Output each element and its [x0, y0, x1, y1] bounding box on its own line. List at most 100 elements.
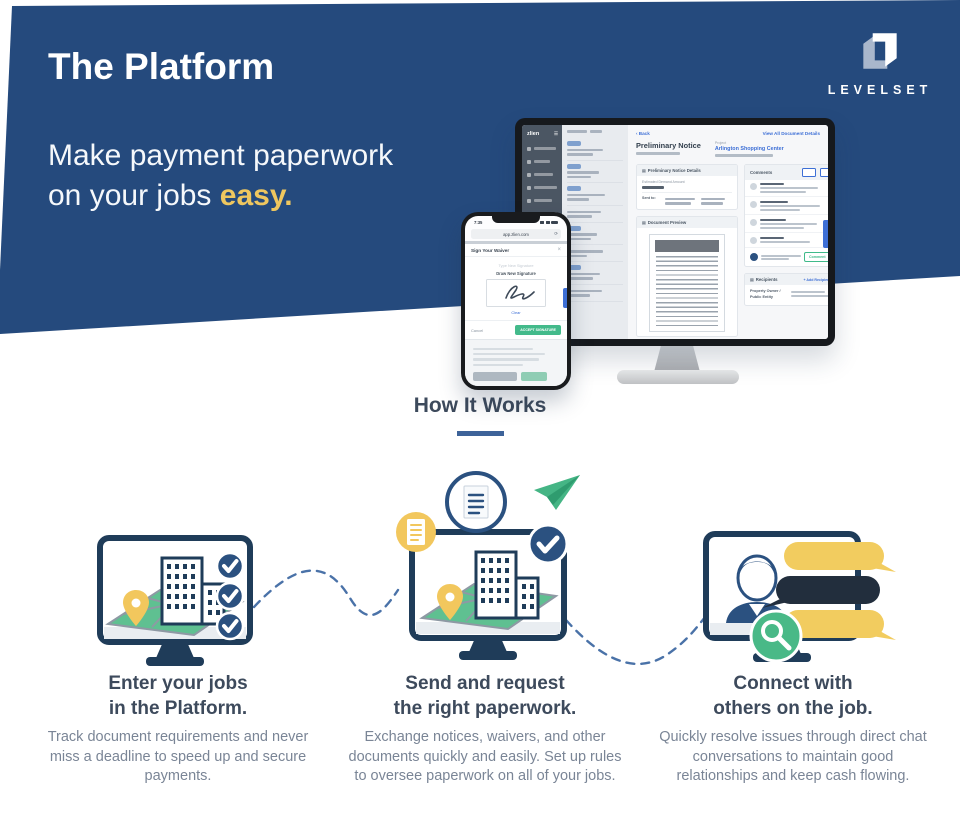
sidebar-item[interactable]	[522, 194, 562, 207]
skeleton	[567, 171, 599, 174]
app-brand: zlien ☰	[527, 131, 558, 137]
section-title: How It Works	[413, 394, 547, 417]
signal-icon	[540, 221, 544, 224]
doc-header-band	[655, 239, 719, 252]
document-list-item[interactable]	[567, 183, 623, 206]
skeleton	[636, 152, 680, 155]
comments-card-header: Comments	[745, 164, 828, 180]
skeleton	[664, 202, 691, 205]
recipient-row: Property Owner / Public Entity	[745, 285, 828, 304]
skeleton	[700, 197, 725, 200]
status-time: 7:35	[474, 220, 483, 225]
url-text: app.zlien.com	[503, 231, 529, 237]
details-card-header: ▤ Preliminary Notice Details	[637, 164, 737, 176]
document-list-item[interactable]	[567, 285, 623, 302]
doc-text-lines	[656, 255, 718, 326]
comment-text	[760, 200, 820, 211]
modal-body: Type New Signature Draw New Signature Cl…	[465, 257, 567, 320]
project-block: Project Arlington Shopping Center	[714, 141, 784, 157]
close-icon[interactable]: ×	[557, 247, 561, 253]
browser-address-bar[interactable]: app.zlien.com ⟳	[471, 229, 561, 239]
document-list-item[interactable]	[567, 206, 623, 223]
document-list-item[interactable]	[567, 161, 623, 183]
amount-label: Estimated Demand Amount	[642, 179, 685, 184]
comments-card: Comments	[744, 163, 828, 268]
document-list-item[interactable]	[567, 138, 623, 161]
clear-link[interactable]: Clear	[511, 310, 521, 315]
feedback-tab[interactable]	[823, 220, 828, 248]
skeleton	[567, 198, 589, 201]
skeleton	[790, 291, 825, 294]
skeleton	[567, 233, 597, 236]
comment-text	[760, 236, 810, 244]
skeleton	[534, 147, 556, 150]
skeleton	[567, 289, 602, 292]
illustration-enter-jobs	[97, 535, 253, 666]
tab-type-signature[interactable]: Type New Signature	[498, 263, 534, 268]
refresh-icon[interactable]: ⟳	[554, 231, 558, 236]
step-2-text: Send and request the right paperwork. Ex…	[342, 672, 628, 786]
skeleton	[714, 154, 773, 157]
recipients-card-title: Recipients	[755, 277, 778, 283]
sent-to-row: Sent to:	[642, 191, 732, 205]
skeleton	[760, 241, 810, 244]
sidebar-item[interactable]	[522, 155, 562, 168]
cancel-button[interactable]: Cancel	[471, 327, 484, 333]
compose-placeholder	[761, 254, 801, 261]
comment-compose-row: Comment	[745, 248, 828, 266]
comments-filter-button[interactable]	[801, 167, 816, 177]
modal-footer: Cancel ACCEPT SIGNATURE	[465, 320, 567, 339]
levelset-logo-icon	[863, 33, 897, 69]
sidebar-item[interactable]	[522, 181, 562, 194]
recipient-name: Property Owner / Public Entity	[750, 289, 781, 300]
document-list-item[interactable]	[567, 262, 623, 285]
status-icons	[540, 221, 558, 224]
tagline: Make payment paperwork on your jobs easy…	[48, 136, 393, 216]
project-label: Project	[714, 141, 727, 145]
skeleton	[534, 199, 552, 202]
dimmed-page-content	[465, 340, 567, 386]
details-card-body: Estimated Demand Amount Sent to:	[637, 176, 737, 209]
step-heading-line2: the right paperwork.	[393, 697, 577, 719]
comment-button[interactable]: Comment	[804, 252, 828, 263]
recipient-line1: Property Owner /	[750, 289, 781, 294]
comments-settings-button[interactable]	[819, 167, 828, 177]
back-link[interactable]: ‹ Back	[636, 131, 650, 136]
levelset-logo: LEVELSET	[816, 26, 944, 97]
left-column: ▤ Preliminary Notice Details Estimated D…	[636, 163, 738, 340]
tagline-line2: on your jobs easy.	[48, 179, 293, 212]
right-column: Comments	[744, 163, 828, 312]
skeleton	[760, 205, 820, 208]
project-name[interactable]: Arlington Shopping Center	[714, 146, 784, 152]
skeleton	[760, 223, 817, 226]
document-list	[562, 125, 628, 339]
sidebar-icon	[527, 185, 531, 190]
monitor-screen: zlien ☰	[522, 125, 828, 339]
skeleton	[567, 277, 593, 280]
chat-tab[interactable]	[563, 288, 567, 308]
signature-canvas[interactable]	[486, 279, 546, 307]
sidebar-item[interactable]	[522, 168, 562, 181]
phone-screen: 7:35 app.zlien.com ⟳ Sign Your Waiver × …	[465, 216, 567, 386]
phone-status-bar: 7:35	[465, 216, 567, 227]
view-details-link[interactable]: View All Document Details	[762, 131, 820, 136]
comment-item	[745, 215, 828, 234]
status-badge	[567, 265, 581, 270]
battery-icon	[551, 221, 558, 224]
document-list-item[interactable]	[567, 245, 623, 262]
skeleton	[567, 193, 605, 196]
document-preview-thumbnail[interactable]	[649, 233, 725, 332]
status-badge	[567, 225, 581, 231]
accept-signature-button[interactable]: ACCEPT SIGNATURE	[515, 325, 561, 335]
app-topbar: ‹ Back View All Document Details	[636, 131, 820, 136]
tab-draw-signature[interactable]: Draw New Signature	[496, 271, 536, 276]
comment-item	[745, 197, 828, 216]
sidebar-item[interactable]	[522, 142, 562, 155]
status-badge	[567, 163, 581, 169]
document-list-item[interactable]	[567, 223, 623, 245]
phone-notch	[492, 216, 540, 223]
add-recipient-link[interactable]: + Add Recipient	[803, 277, 828, 282]
comments-card-title: Comments	[750, 169, 773, 175]
skeleton	[567, 175, 591, 178]
